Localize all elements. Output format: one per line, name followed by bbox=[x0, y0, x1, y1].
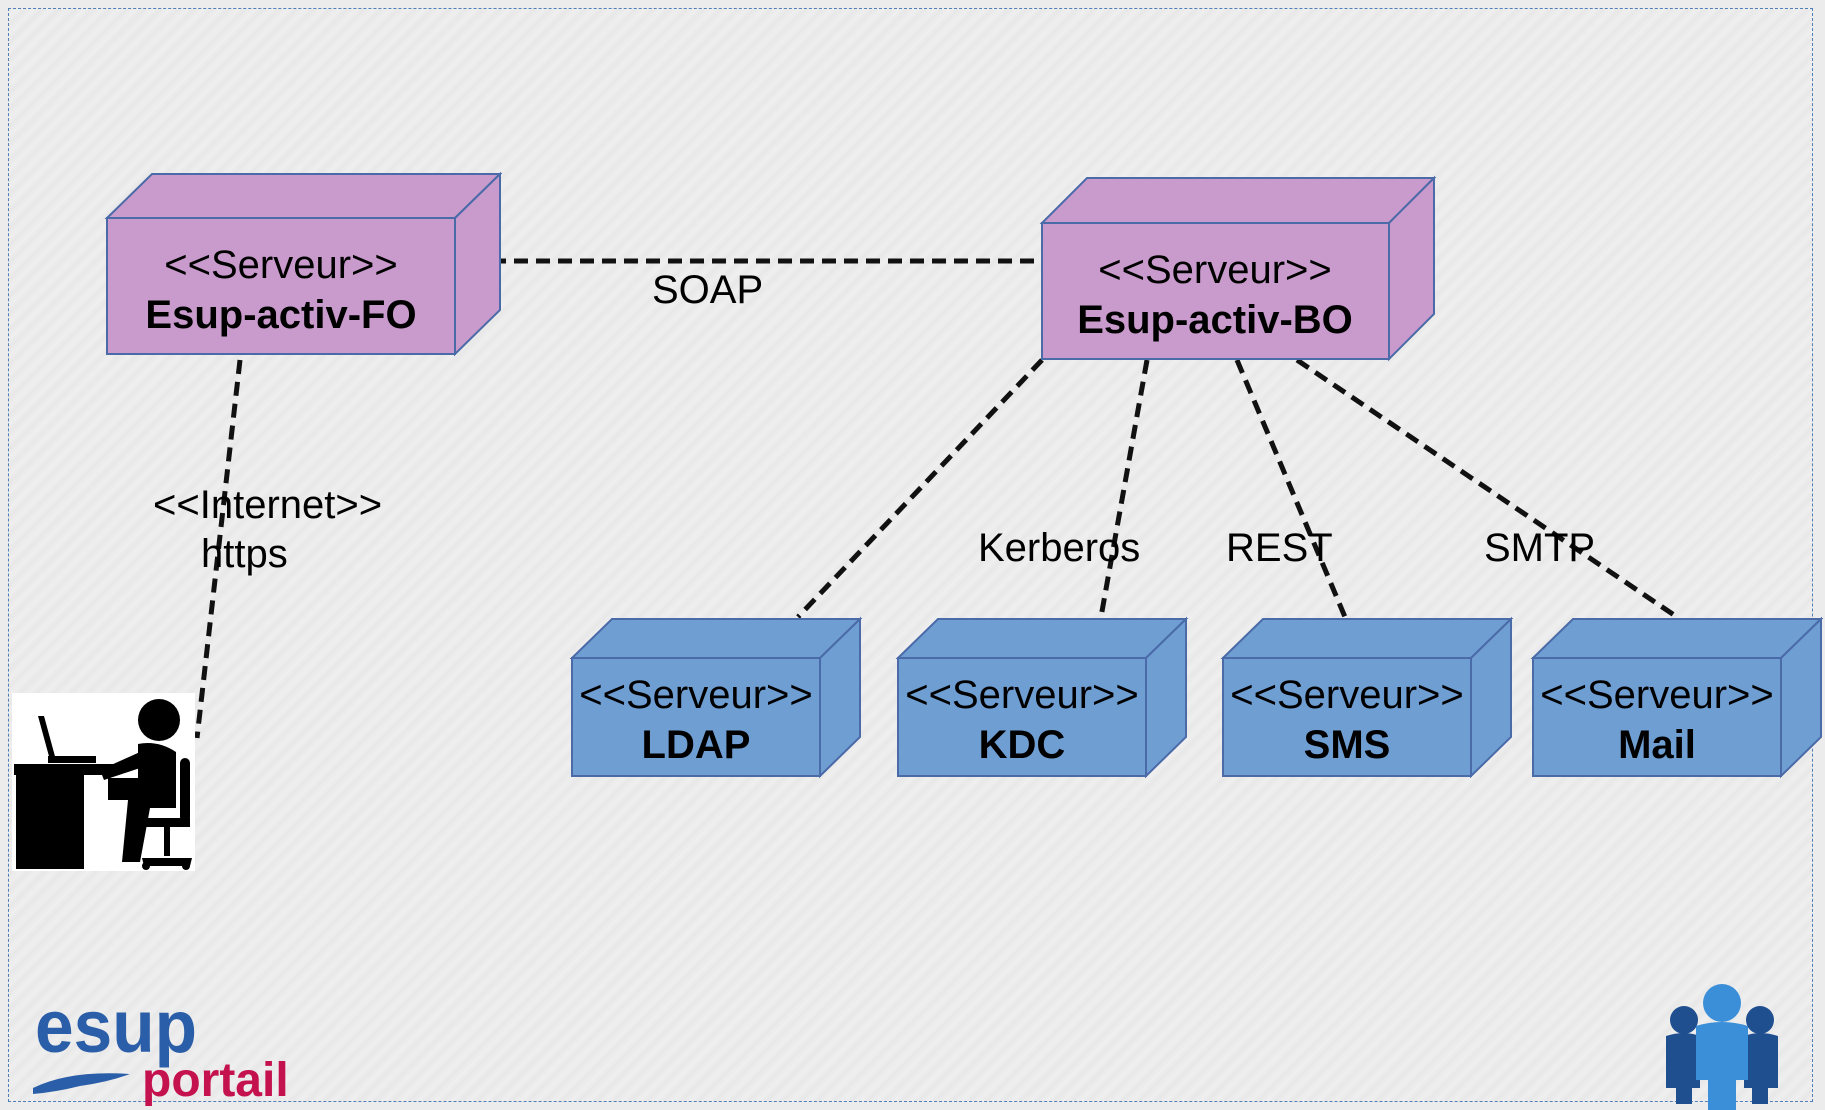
node-mail: <<Serveur>> Mail bbox=[1530, 616, 1824, 779]
label-internet-stereotype: <<Internet>> bbox=[153, 483, 382, 527]
user-at-computer-icon bbox=[12, 693, 195, 871]
node-name: Esup-activ-BO bbox=[1077, 298, 1353, 342]
node-esup-activ-fo: <<Serveur>> Esup-activ-FO bbox=[104, 171, 503, 357]
node-esup-activ-bo: <<Serveur>> Esup-activ-BO bbox=[1039, 175, 1437, 362]
label-kerberos: Kerberos bbox=[978, 526, 1140, 570]
label-soap: SOAP bbox=[652, 268, 763, 312]
node-name: KDC bbox=[979, 723, 1066, 767]
label-smtp: SMTP bbox=[1484, 526, 1595, 570]
node-stereotype: <<Serveur>> bbox=[1098, 248, 1332, 292]
label-https: https bbox=[201, 532, 288, 576]
people-group-icon bbox=[1666, 984, 1778, 1110]
logo-portail-text: portail bbox=[142, 1054, 289, 1107]
node-stereotype: <<Serveur>> bbox=[905, 673, 1139, 717]
node-kdc: <<Serveur>> KDC bbox=[895, 616, 1189, 779]
label-rest: REST bbox=[1226, 526, 1333, 570]
connection-bo-kdc bbox=[1098, 359, 1150, 618]
node-stereotype: <<Serveur>> bbox=[1540, 673, 1774, 717]
node-name: LDAP bbox=[642, 723, 751, 767]
node-name: SMS bbox=[1304, 723, 1391, 767]
connection-bo-sms bbox=[1234, 359, 1348, 618]
connection-bo-mail bbox=[1295, 357, 1679, 620]
node-stereotype: <<Serveur>> bbox=[164, 243, 398, 287]
node-stereotype: <<Serveur>> bbox=[579, 673, 813, 717]
connection-user-fo bbox=[194, 359, 243, 739]
node-name: Mail bbox=[1618, 723, 1696, 767]
node-name: Esup-activ-FO bbox=[145, 293, 416, 337]
esup-portail-logo: esup portail bbox=[33, 985, 289, 1107]
logo-esup-text: esup bbox=[35, 985, 197, 1068]
node-stereotype: <<Serveur>> bbox=[1230, 673, 1464, 717]
node-ldap: <<Serveur>> LDAP bbox=[569, 616, 863, 779]
node-sms: <<Serveur>> SMS bbox=[1220, 616, 1514, 779]
connection-bo-ldap bbox=[796, 358, 1044, 619]
